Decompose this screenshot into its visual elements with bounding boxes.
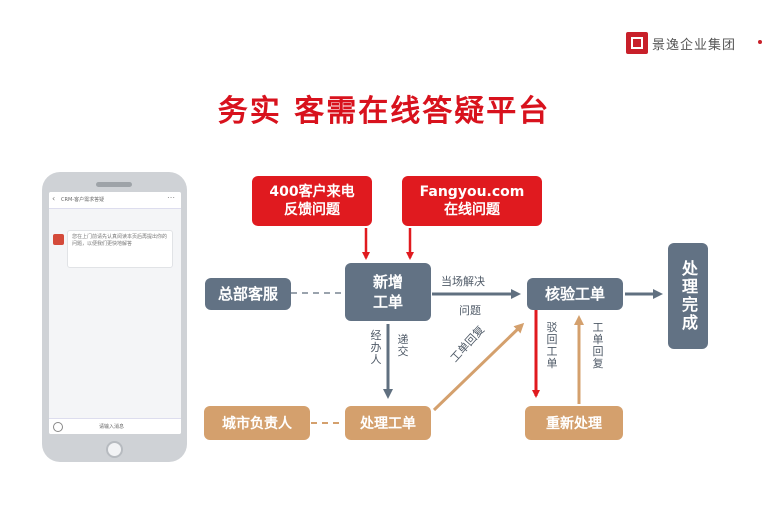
company-logo-text: 景逸企业集团 (652, 38, 737, 53)
phone-home-button (106, 441, 123, 458)
new-ticket-line2: 工单 (372, 293, 403, 311)
source-phone-box: 400客户来电 反馈问题 (252, 176, 372, 226)
label-transfer: 递交 (397, 333, 409, 358)
source-phone-line2: 反馈问题 (283, 202, 340, 218)
source-phone-line1: 400客户来电 (269, 184, 355, 200)
chat-message-text: 您在上门前请先认真阅读本页后再提出你的问题，以便我们更快地解答 (72, 234, 168, 247)
phone-speaker (96, 182, 132, 187)
label-ticket-reply: 工单回复 (592, 321, 604, 370)
new-ticket-line1: 新增 (372, 273, 403, 291)
page-title: 务实 客需在线答疑平台 (217, 94, 551, 129)
done-node: 处理完成 (668, 243, 708, 349)
reprocess-node: 重新处理 (525, 406, 623, 440)
process-ticket-node: 处理工单 (345, 406, 431, 440)
new-ticket-node: 新增 工单 (345, 263, 431, 321)
label-reject-ticket: 驳回工单 (546, 321, 558, 370)
source-online-box: Fangyou.com 在线问题 (402, 176, 542, 226)
avatar (53, 234, 64, 245)
source-online-line1: Fangyou.com (419, 184, 525, 200)
more-icon[interactable]: ⋯ (167, 193, 175, 202)
label-question: 问题 (459, 304, 481, 317)
back-icon[interactable]: ‹ (52, 194, 56, 203)
hq-service-node: 总部客服 (205, 278, 291, 310)
verify-ticket-node: 核验工单 (527, 278, 623, 310)
chat-title: CRM-客户需求答疑 (61, 197, 105, 203)
label-handler: 经办人 (370, 329, 382, 366)
chat-input-bar[interactable]: 请输入消息 (49, 418, 181, 434)
source-online-line2: 在线问题 (444, 202, 500, 218)
chat-input-label[interactable]: 请输入消息 (99, 424, 125, 430)
logo-dot (758, 40, 762, 44)
chat-message-bubble: 您在上门前请先认真阅读本页后再提出你的问题，以便我们更快地解答 (67, 230, 173, 268)
chat-header: ‹ CRM-客户需求答疑 ⋯ (49, 192, 181, 209)
company-logo-icon (626, 32, 648, 54)
city-owner-node: 城市负责人 (204, 406, 310, 440)
phone-screen: ‹ CRM-客户需求答疑 ⋯ 您在上门前请先认真阅读本页后再提出你的问题，以便我… (49, 192, 181, 434)
label-direct-resolve: 当场解决 (441, 275, 485, 288)
voice-icon[interactable] (53, 422, 63, 432)
arrow-process-to-verify (432, 322, 525, 412)
